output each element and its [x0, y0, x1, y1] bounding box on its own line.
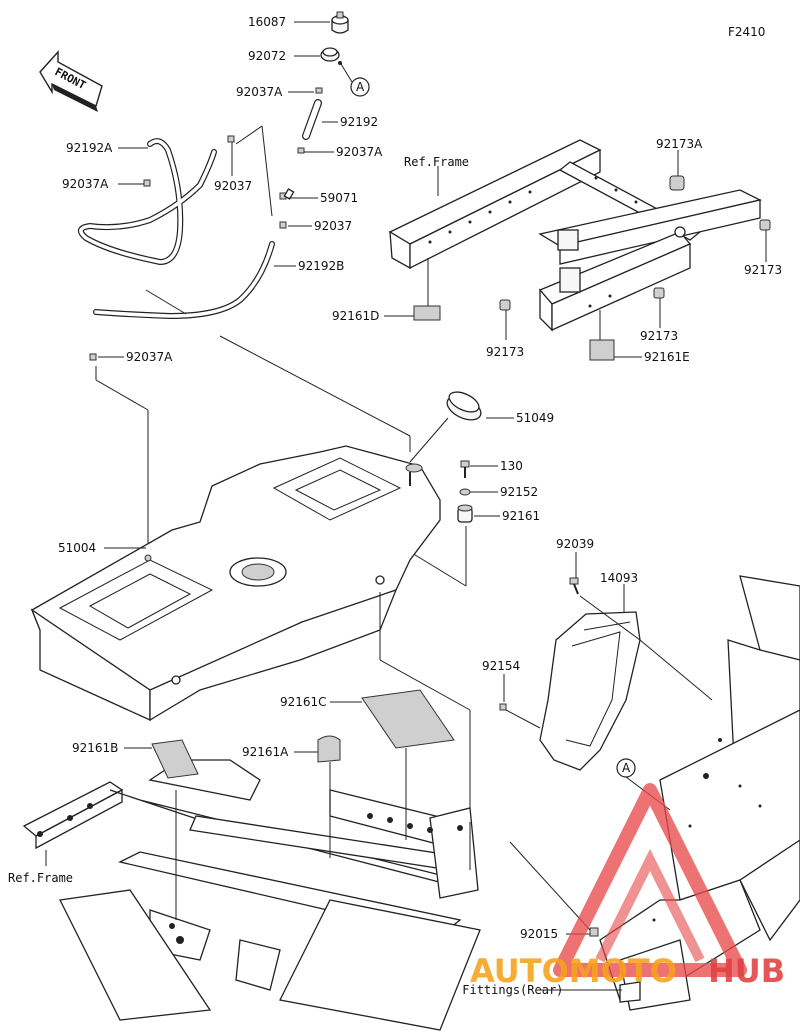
bumper-92173-icon — [499, 219, 771, 311]
pad-92161e-icon — [589, 339, 615, 361]
figure-code: F2410 — [728, 25, 765, 39]
hose-92192a-icon — [77, 138, 217, 266]
bumper-92173a-icon — [669, 175, 685, 191]
ref-frame-top: Ref.Frame — [404, 155, 469, 169]
label-92037a-3: 92037A — [62, 177, 109, 191]
label-92161b: 92161B — [72, 741, 118, 755]
leader-lines-guard — [503, 552, 713, 729]
label-92037-1: 92037 — [214, 179, 252, 193]
callout-a-bottom: A — [622, 761, 631, 775]
label-92154: 92154 — [482, 659, 520, 673]
leader-lines-upper — [95, 21, 411, 556]
frame-lower-icon — [22, 759, 481, 1031]
leader-lines-frame — [384, 150, 767, 358]
label-92173-2: 92173 — [640, 329, 678, 343]
leader-lines-cap — [383, 417, 514, 587]
clamp-92072-icon — [320, 47, 342, 65]
frame-upper-icon — [388, 139, 762, 332]
bolt-92154-icon — [499, 703, 507, 711]
pad-92161c-icon — [361, 689, 455, 749]
label-92192a: 92192A — [66, 141, 113, 155]
nut-92015-icon — [589, 927, 599, 937]
label-92161e: 92161E — [644, 350, 690, 364]
label-92072: 92072 — [248, 49, 286, 63]
pad-92161d-icon — [413, 305, 441, 321]
label-59071: 59071 — [320, 191, 358, 205]
vent-cap-icon — [331, 11, 349, 34]
label-92161d: 92161D — [332, 309, 379, 323]
label-92015: 92015 — [520, 927, 558, 941]
leader-lines-tank — [104, 547, 471, 822]
pipe-92192-icon — [302, 99, 322, 140]
watermark-text-b: HUB — [708, 952, 785, 990]
label-92037-2: 92037 — [314, 219, 352, 233]
label-51004: 51004 — [58, 541, 96, 555]
label-92152: 92152 — [500, 485, 538, 499]
label-92173-1: 92173 — [744, 263, 782, 277]
label-92039: 92039 — [556, 537, 594, 551]
label-14093: 14093 — [600, 571, 638, 585]
fuel-cap-51049-icon — [446, 391, 482, 421]
clamp-icon — [89, 87, 323, 361]
hose-92192b-icon — [93, 188, 295, 320]
ref-frame-bottom: Ref.Frame — [8, 871, 73, 885]
label-92173a: 92173A — [656, 137, 703, 151]
collar-92152-icon — [459, 488, 471, 496]
heat-guard-14093-icon — [539, 611, 641, 771]
label-92173-3: 92173 — [486, 345, 524, 359]
grommet-92161-icon — [457, 504, 473, 523]
label-92161: 92161 — [502, 509, 540, 523]
label-16087: 16087 — [248, 15, 286, 29]
label-130: 130 — [500, 459, 523, 473]
label-92161c: 92161C — [280, 695, 327, 709]
label-92192: 92192 — [340, 115, 378, 129]
watermark-text-a: AUTOMOTO — [470, 952, 677, 990]
front-arrow-icon: FRONT — [39, 50, 103, 112]
pad-92161b-icon — [151, 739, 199, 779]
label-92037a-2: 92037A — [336, 145, 383, 159]
automotohub-logo: AUTOMOTO HUB — [470, 783, 785, 990]
label-51049: 51049 — [516, 411, 554, 425]
leader-lines-lower — [45, 701, 471, 920]
label-92037a-4: 92037A — [126, 350, 173, 364]
callout-a-circle — [350, 77, 370, 97]
callout-a-top: A — [356, 80, 365, 94]
bolt-92039-icon — [569, 577, 579, 595]
label-92192b: 92192B — [298, 259, 344, 273]
fuel-tank-51004-icon — [30, 445, 441, 722]
label-92161a: 92161A — [242, 745, 289, 759]
bolt-130-icon — [460, 460, 470, 478]
label-92037a-1: 92037A — [236, 85, 283, 99]
pad-92161a-icon — [317, 735, 341, 763]
